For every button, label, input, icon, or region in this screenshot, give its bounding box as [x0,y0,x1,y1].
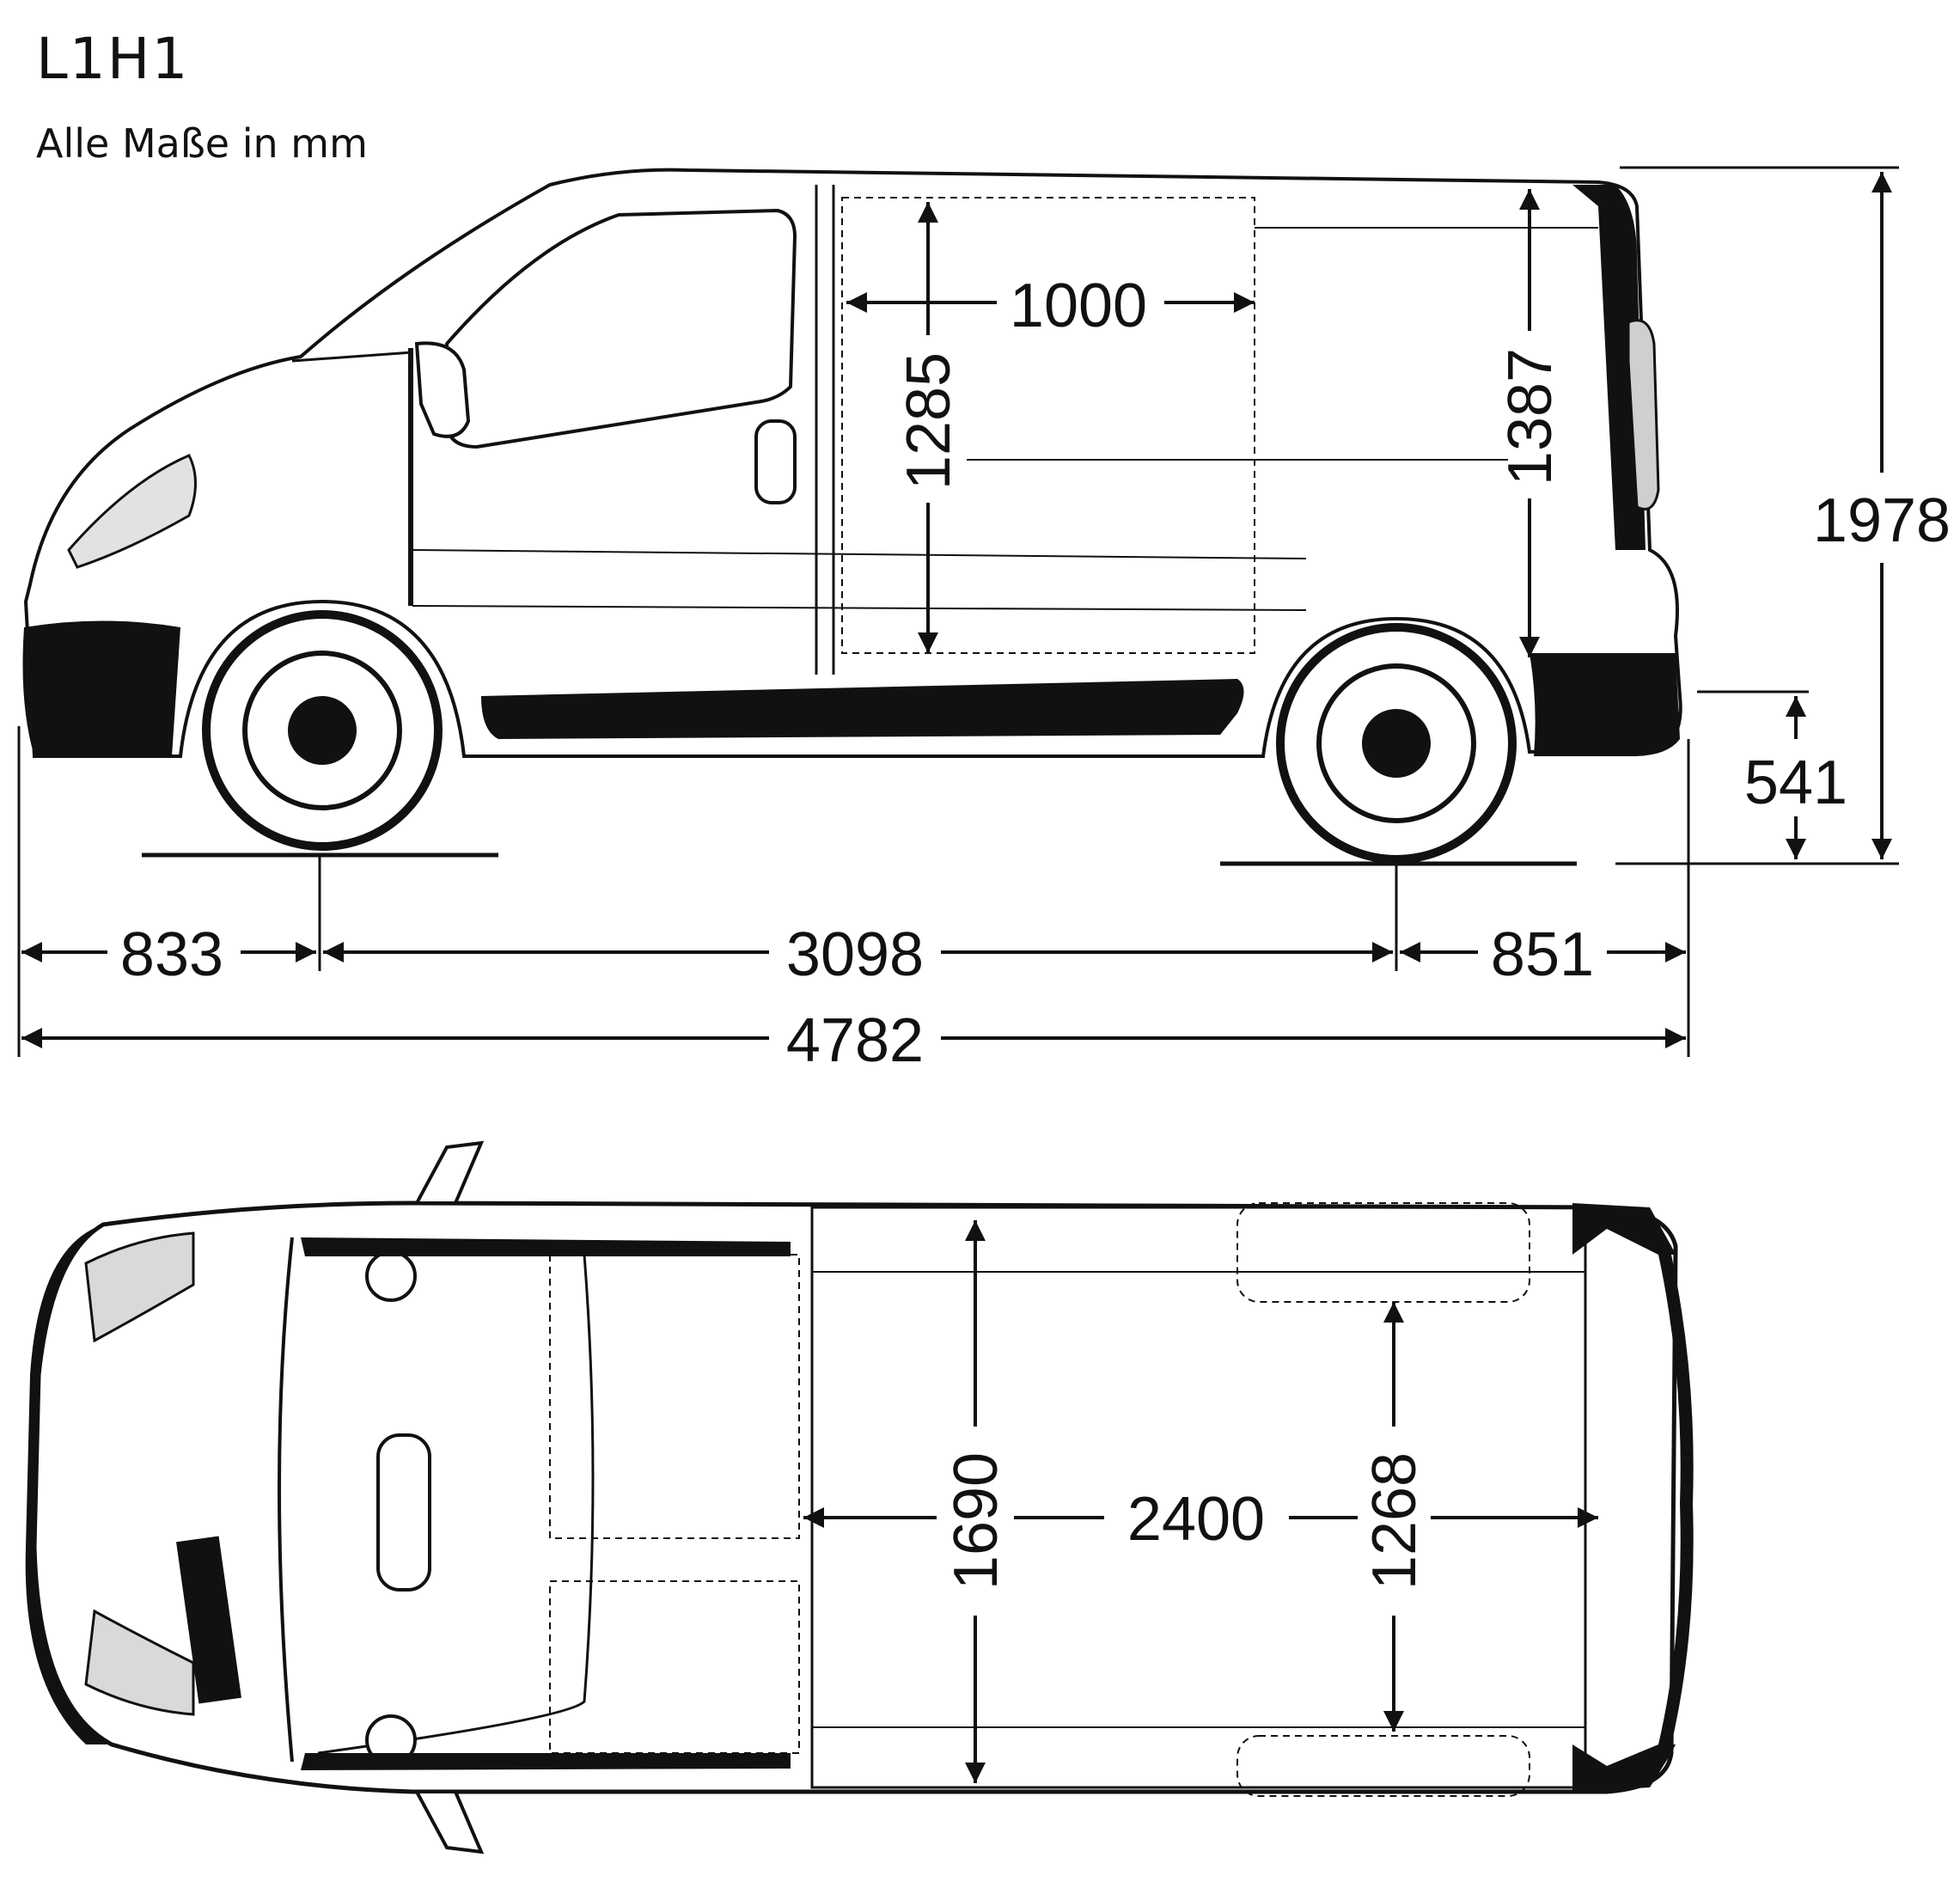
dim-door-height: 1285 [895,352,963,490]
dim-sill-height: 541 [1744,748,1847,817]
side-dimensions: 1000 1285 1387 1978 541 833 3098 [17,166,1951,1075]
dim-rear-overhang: 851 [1491,920,1594,989]
rear-wheel [1276,623,1517,864]
model-title: L1H1 [36,26,190,92]
dim-wheel-arch-width: 1268 [1360,1452,1429,1590]
dim-load-length: 2400 [1127,1485,1265,1554]
dim-front-overhang: 833 [120,920,223,989]
units-note: Alle Maße in mm [36,120,368,167]
dim-overall-height: 1978 [1813,486,1951,555]
dim-overall-length: 4782 [786,1006,924,1075]
front-wheel [202,610,443,851]
top-dimensions: 1690 2400 1268 [803,1220,1598,1783]
dim-interior-height: 1387 [1496,348,1565,486]
dim-door-width: 1000 [1010,272,1147,340]
van-top-view [25,1140,1694,1854]
dim-wheelbase: 3098 [786,920,924,989]
van-side-view [22,168,1682,866]
dim-load-width: 1690 [942,1452,1011,1590]
